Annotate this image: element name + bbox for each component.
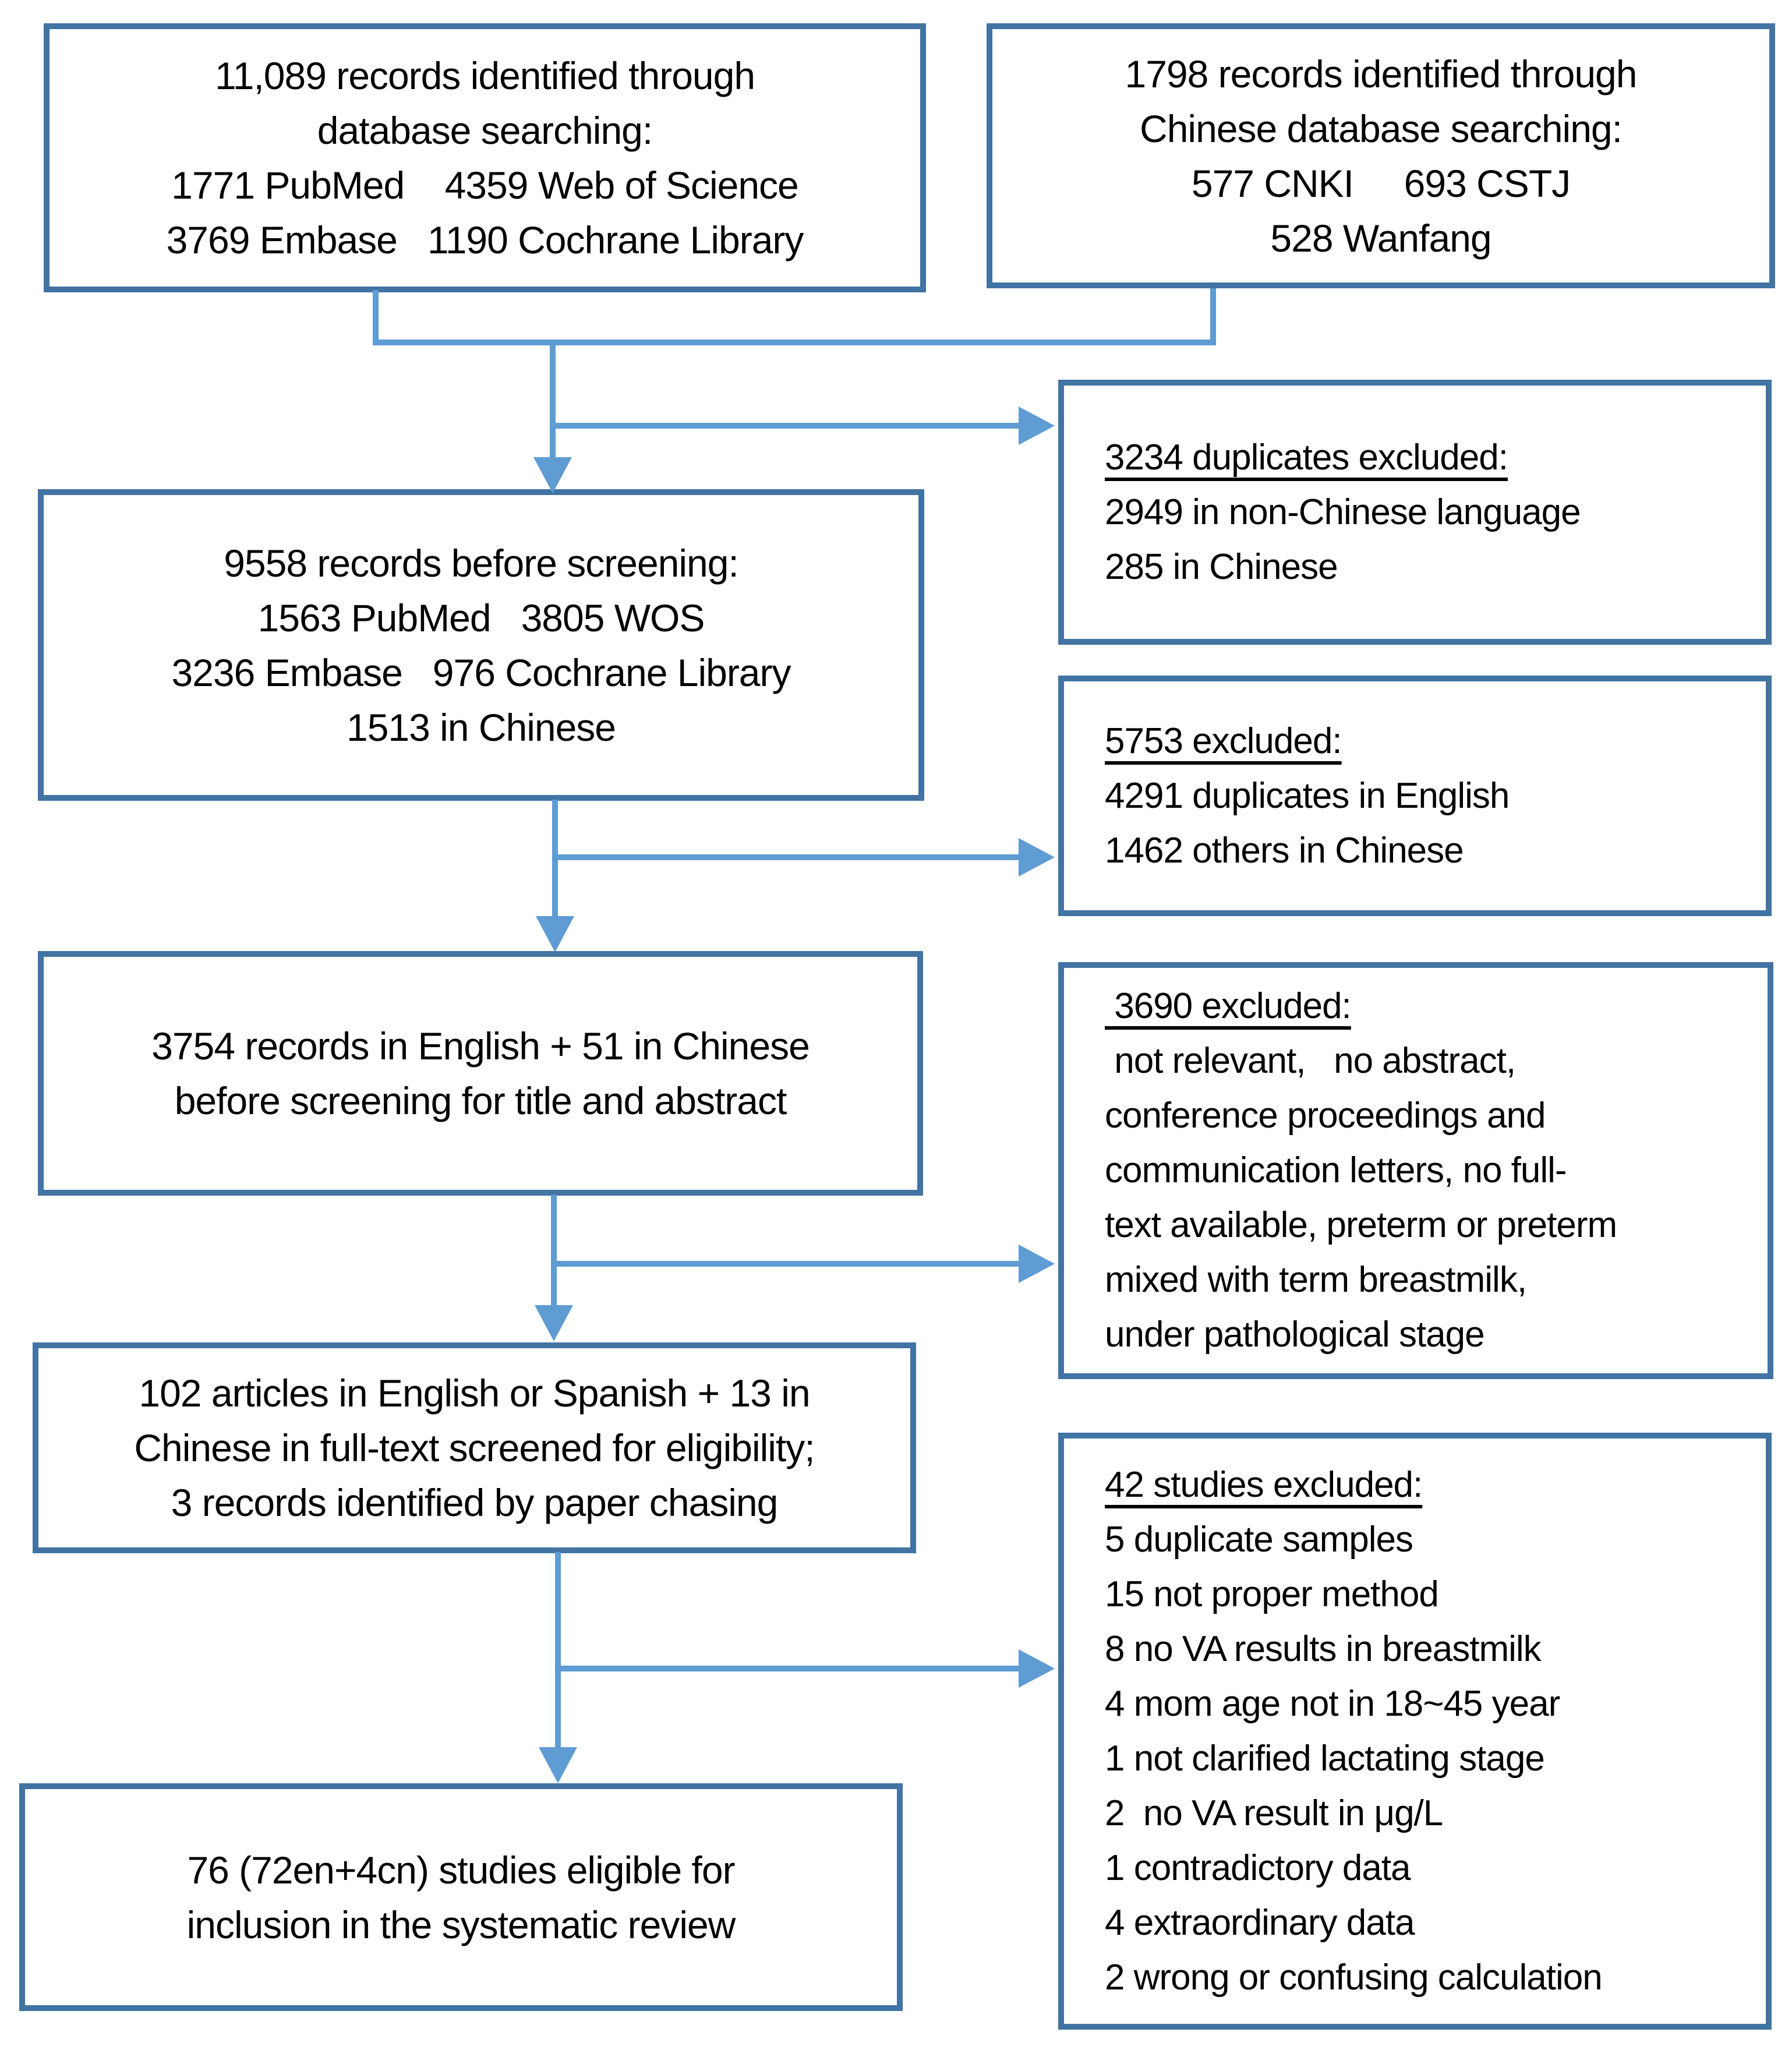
box-line: 9558 records before screening:	[224, 541, 739, 585]
connector-branch-2	[555, 854, 1019, 860]
connector-branch-3	[554, 1261, 1019, 1267]
box-records-identified-database: 11,089 records identified through databa…	[44, 23, 926, 292]
box-line: 11,089 records identified through	[214, 54, 755, 97]
box-line: text available, preterm or preterm	[1105, 1205, 1617, 1245]
box-duplicates-excluded: 3234 duplicates excluded: 2949 in non-Ch…	[1058, 380, 1772, 645]
box-line: 3236 Embase 976 Cochrane Library	[171, 651, 791, 694]
box-line: 3 records identified by paper chasing	[171, 1481, 779, 1524]
box-line: 577 CNKI 693 CSTJ	[1191, 161, 1571, 205]
box-line: under pathological stage	[1105, 1314, 1485, 1355]
box-excluded-3690: 3690 excluded: not relevant, no abstract…	[1058, 962, 1773, 1379]
box-line: 2 no VA result in μg/L	[1105, 1793, 1443, 1833]
box-studies-excluded-42: 42 studies excluded: 5 duplicate samples…	[1058, 1433, 1772, 2030]
arrow-down-icon	[536, 916, 574, 952]
box-excluded-5753: 5753 excluded: 4291 duplicates in Englis…	[1058, 676, 1772, 916]
connector-down-1	[550, 340, 556, 457]
box-line: 4 extraordinary data	[1105, 1902, 1415, 1943]
box-line: 1563 PubMed 3805 WOS	[257, 596, 705, 639]
connector-branch-1	[553, 423, 1019, 429]
arrow-down-icon	[535, 1305, 573, 1341]
arrow-right-icon	[1019, 1245, 1055, 1283]
connector-branch-4	[558, 1666, 1019, 1671]
connector-down-4	[555, 1552, 561, 1748]
box-line: 4 mom age not in 18~45 year	[1105, 1683, 1560, 1724]
box-line: 102 articles in English or Spanish + 13 …	[139, 1372, 810, 1415]
box-line: 1771 PubMed 4359 Web of Science	[171, 164, 799, 207]
box-line: conference proceedings and	[1105, 1095, 1546, 1136]
box-line: communication letters, no full-	[1105, 1150, 1567, 1190]
box-line: 2 wrong or confusing calculation	[1105, 1957, 1603, 1998]
box-header: 3234 duplicates excluded:	[1105, 437, 1508, 478]
box-records-before-title-abstract-screening: 3754 records in English + 51 in Chinese …	[38, 951, 923, 1196]
box-line: 3754 records in English + 51 in Chinese	[151, 1024, 810, 1068]
box-header: 3690 excluded:	[1105, 986, 1352, 1026]
box-line: 2949 in non-Chinese language	[1105, 492, 1581, 532]
box-line: 528 Wanfang	[1270, 216, 1491, 260]
box-line: 1798 records identified through	[1125, 52, 1638, 96]
box-line: 8 no VA results in breastmilk	[1105, 1628, 1542, 1669]
box-line: database searching:	[317, 109, 653, 152]
box-line: 1462 others in Chinese	[1105, 830, 1464, 871]
box-line: 1 not clarified lactating stage	[1105, 1738, 1545, 1779]
box-header: 5753 excluded:	[1105, 720, 1342, 761]
arrow-down-icon	[533, 457, 572, 493]
box-line: 4291 duplicates in English	[1105, 775, 1510, 816]
box-header: 42 studies excluded:	[1105, 1464, 1423, 1505]
box-line: not relevant, no abstract,	[1105, 1041, 1516, 1081]
box-line: 1 contradictory data	[1105, 1847, 1411, 1888]
arrow-right-icon	[1019, 407, 1055, 445]
box-line: 15 not proper method	[1105, 1574, 1439, 1614]
box-line: 3769 Embase 1190 Cochrane Library	[166, 218, 804, 261]
box-line: 76 (72en+4cn) studies eligible for	[187, 1848, 735, 1892]
box-line: before screening for title and abstract	[174, 1079, 787, 1122]
arrow-down-icon	[539, 1747, 577, 1783]
box-studies-eligible: 76 (72en+4cn) studies eligible for inclu…	[19, 1783, 903, 2011]
arrow-right-icon	[1019, 838, 1055, 877]
box-line: mixed with term breastmilk,	[1105, 1260, 1527, 1300]
arrow-right-icon	[1019, 1649, 1055, 1688]
box-line: 1513 in Chinese	[346, 705, 616, 749]
box-records-before-screening: 9558 records before screening: 1563 PubM…	[38, 489, 924, 801]
connector-merge-line	[373, 340, 1216, 345]
box-line: Chinese in full-text screened for eligib…	[134, 1426, 815, 1469]
box-line: inclusion in the systematic review	[186, 1903, 736, 1946]
box-line: 285 in Chinese	[1105, 546, 1338, 587]
connector-stub-left	[373, 290, 379, 345]
connector-stub-right	[1210, 288, 1216, 345]
box-line: Chinese database searching:	[1140, 107, 1623, 150]
box-fulltext-screened: 102 articles in English or Spanish + 13 …	[33, 1342, 916, 1553]
box-records-identified-chinese-database: 1798 records identified through Chinese …	[987, 23, 1775, 288]
connector-down-3	[551, 1194, 557, 1306]
box-line: 5 duplicate samples	[1105, 1519, 1413, 1560]
